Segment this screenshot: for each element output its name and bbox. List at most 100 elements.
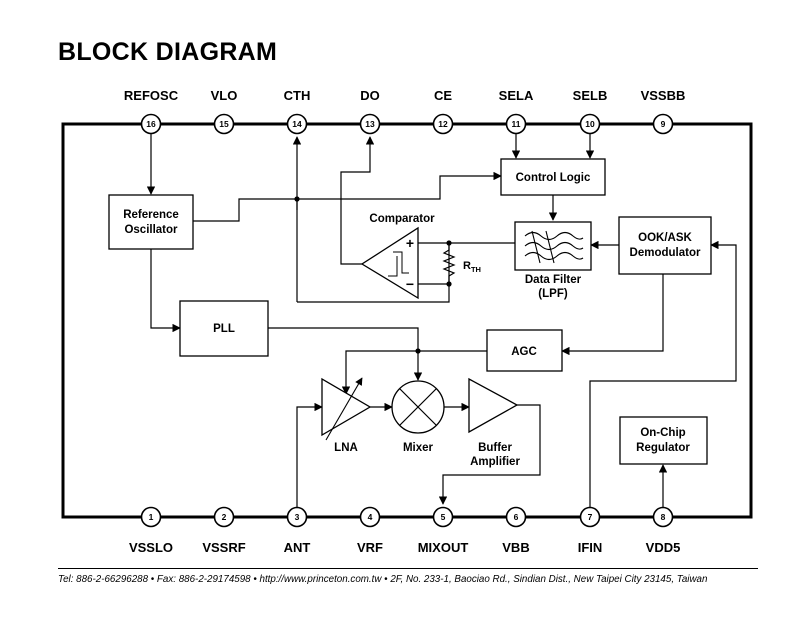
pin-number: 7 [588, 512, 593, 522]
control-logic-label: Control Logic [516, 172, 591, 184]
pin-number: 11 [512, 119, 521, 129]
pin-number: 15 [219, 119, 229, 129]
comparator-plus: + [406, 235, 414, 251]
rth-resistor-icon [442, 243, 456, 284]
footer-contact: Tel: 886-2-66296288 • Fax: 886-2-2917459… [58, 574, 708, 585]
pin-circle [652, 113, 674, 135]
wire-refosc-pll [150, 249, 181, 333]
data-filter-label-2: (LPF) [538, 288, 568, 300]
ook-demodulator-block [618, 216, 712, 275]
pin-number: 6 [514, 512, 519, 522]
pin-label: VSSBB [641, 88, 686, 103]
pin-circle [213, 506, 235, 528]
pin-number: 14 [292, 119, 302, 129]
pin-number: 10 [585, 119, 595, 129]
pin-label: VLO [211, 88, 238, 103]
mixer-cross-icon [399, 388, 437, 426]
pin-label: MIXOUT [418, 540, 469, 555]
pin-label: REFOSC [124, 88, 179, 103]
pin-number: 5 [441, 512, 446, 522]
pin-circle [359, 113, 381, 135]
comparator-minus: − [406, 276, 414, 292]
pin-label: VSSLO [129, 540, 173, 555]
buffer-label-2: Amplifier [470, 456, 520, 468]
regulator-label-1: On-Chip [640, 427, 685, 439]
pins-top: 16 REFOSC 15 VLO 14 CTH 13 DO 12 CE 11 SELA 10 SELB 9 V… [124, 88, 686, 135]
wire-refosc-control [193, 171, 502, 222]
pin-label: VDD5 [646, 540, 681, 555]
reference-oscillator-label-1: Reference [123, 209, 179, 221]
buffer-amplifier-symbol [468, 377, 519, 434]
ook-demodulator-label-1: OOK/ASK [638, 232, 692, 244]
pin-circle [579, 113, 601, 135]
rth-label: RTH [463, 260, 481, 274]
wire-ook-agc [561, 274, 664, 356]
pin-circle [286, 506, 308, 528]
pin-number: 4 [368, 512, 373, 522]
lna-variable-gain-icon [325, 377, 363, 441]
lna-label: LNA [334, 442, 358, 454]
wire-ant-lna [296, 402, 323, 507]
pin-circle [140, 506, 162, 528]
mixer-label: Mixer [403, 442, 434, 454]
pin-circle [505, 506, 527, 528]
page-title: BLOCK DIAGRAM [58, 38, 278, 66]
agc-label: AGC [511, 346, 537, 358]
pin-label: SELA [499, 88, 534, 103]
regulator-block [619, 416, 708, 465]
wire-ifin [589, 240, 737, 507]
pin-label: IFIN [578, 540, 603, 555]
ook-demodulator-label-2: Demodulator [630, 247, 701, 259]
pin-label: VRF [357, 540, 383, 555]
lna-symbol [321, 377, 372, 437]
pll-block [179, 300, 269, 357]
pin-label: VSSRF [202, 540, 245, 555]
pin-label: SELB [573, 88, 608, 103]
junction-dot [294, 196, 300, 202]
pin-circle [359, 506, 381, 528]
regulator-label-2: Regulator [636, 442, 690, 454]
data-filter-block [514, 221, 592, 271]
pin-circle [432, 506, 454, 528]
pin-circle [505, 113, 527, 135]
pin-circle [432, 113, 454, 135]
control-logic-block [500, 158, 606, 196]
footer-rule [58, 568, 758, 569]
pins-bottom: 1VSSLO2VSSRF3ANT4VRF5MIXOUT6VBB7IFIN8VDD… [129, 506, 681, 555]
pin-circle [286, 113, 308, 135]
reference-oscillator-block [108, 194, 194, 250]
wire-mixout [438, 404, 541, 505]
pin-label: VBB [502, 540, 529, 555]
wire-do [340, 136, 375, 265]
pll-label: PLL [213, 323, 235, 335]
junctions [294, 196, 452, 354]
pin-label: ANT [284, 540, 311, 555]
pin-label: CE [434, 88, 452, 103]
pin-number: 12 [438, 119, 448, 129]
pin-label: CTH [284, 88, 311, 103]
pin-number: 3 [295, 512, 300, 522]
pin-number: 2 [222, 512, 227, 522]
data-filter-label-1: Data Filter [525, 274, 582, 286]
lpf-wave-icon [524, 230, 584, 264]
hysteresis-icon [388, 251, 409, 277]
wire-cth-comp [297, 243, 450, 303]
agc-block [486, 329, 563, 372]
pin-label: DO [360, 88, 380, 103]
pin-number: 13 [365, 119, 375, 129]
wire-pll-mixer [268, 327, 423, 381]
pin-number: 9 [661, 119, 666, 129]
buffer-label-1: Buffer [478, 442, 512, 454]
pin-circle [213, 113, 235, 135]
wires [146, 134, 737, 507]
wire-agc-lna [341, 350, 487, 395]
comparator-symbol [360, 226, 419, 300]
pin-number: 16 [146, 119, 156, 129]
pin-circle [140, 113, 162, 135]
chip-outline [61, 122, 753, 519]
pin-circle [652, 506, 674, 528]
junction-dot [415, 348, 421, 354]
pin-number: 1 [149, 512, 154, 522]
reference-oscillator-label-2: Oscillator [124, 224, 178, 236]
